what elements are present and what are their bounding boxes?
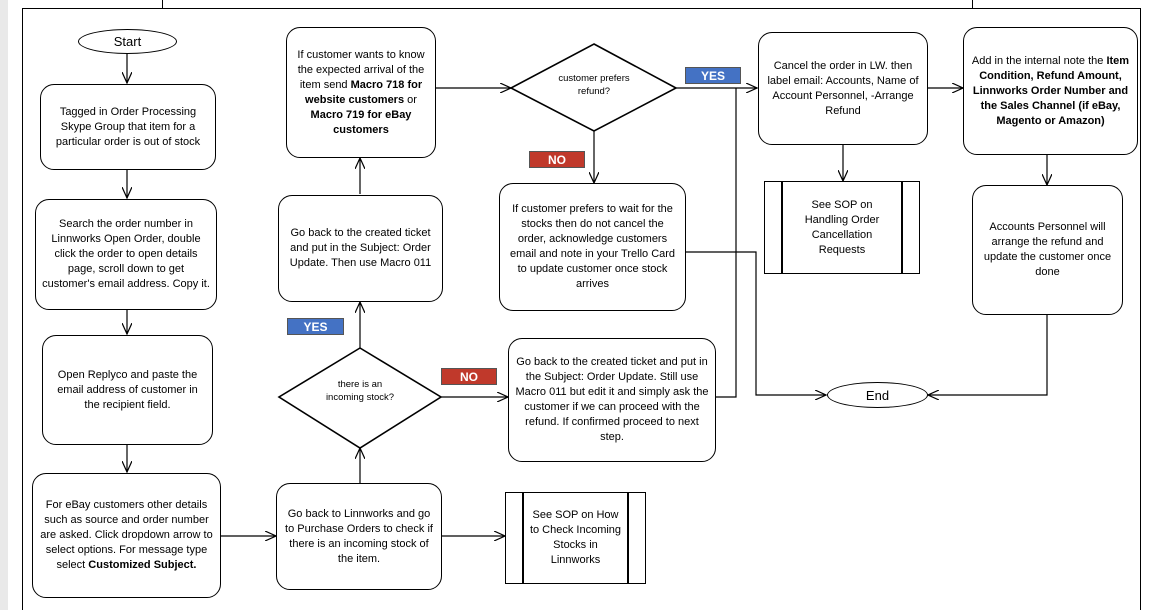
yes-label-refund: YES [685, 67, 741, 84]
incoming-decision-diamond [277, 347, 443, 449]
macro-step: If customer wants to know the expected a… [286, 27, 436, 158]
ruler-tick [972, 0, 973, 8]
purchase-orders-step: Go back to Linnworks and go to Purchase … [276, 483, 442, 590]
refund-question: customer prefers refund? [557, 72, 631, 98]
purchase-text: Go back to Linnworks and go to Purchase … [285, 507, 433, 565]
macro-text-2: Macro 718 for website customers [305, 78, 423, 106]
ask-refund-text: Go back to the created ticket and put in… [515, 356, 709, 443]
refund-decision-diamond [509, 43, 678, 132]
no-label-refund: NO [529, 151, 585, 168]
end-terminal: End [827, 382, 928, 408]
left-margin-strip [0, 0, 8, 610]
tagged-text: Tagged in Order Processing Skype Group t… [55, 105, 201, 148]
sop-cancel-text: See SOP on Handling Order Cancellation R… [804, 198, 880, 256]
ebay-text-plain: For eBay customers other details such as… [40, 499, 213, 571]
search-order-step: Search the order number in Linnworks Ope… [35, 199, 217, 310]
macro-text-3: or [404, 93, 417, 106]
sop-incoming-text: See SOP on How to Check Incoming Stocks … [529, 509, 622, 566]
replyco-step: Open Replyco and paste the email address… [42, 335, 213, 445]
accounts-text: Accounts Personnel will arrange the refu… [983, 221, 1112, 278]
tagged-step: Tagged in Order Processing Skype Group t… [40, 84, 216, 170]
frame-right [1140, 8, 1141, 610]
sop-cancellation: See SOP on Handling Order Cancellation R… [764, 181, 920, 274]
refund-question-text: customer prefers refund? [558, 73, 630, 97]
ebay-text-bold: Customized Subject. [88, 559, 197, 571]
arrow-wait-to-end [686, 251, 826, 395]
arrow-accounts-to-end [928, 315, 1048, 395]
no-label-incoming: NO [441, 368, 497, 385]
frame-top [22, 8, 1141, 9]
replyco-text: Open Replyco and paste the email address… [57, 368, 198, 411]
macro-text-1: If customer wants to know the expected a… [297, 48, 425, 91]
internal-note-text: Add in the internal note the Item Condit… [970, 54, 1131, 129]
internal-note-step: Add in the internal note the Item Condit… [963, 27, 1138, 155]
arrow-ask-to-refund [716, 88, 737, 398]
note-text-1: Add in the internal note the [971, 54, 1107, 67]
macro-text-4: Macro 719 for eBay customers [310, 108, 412, 136]
search-text: Search the order number in Linnworks Ope… [42, 218, 210, 290]
ebay-details-step: For eBay customers other details such as… [32, 473, 221, 598]
macro-text: If customer wants to know the expected a… [293, 48, 429, 138]
cancel-order-step: Cancel the order in LW. then label email… [758, 32, 928, 145]
end-label: End [865, 387, 890, 403]
cancel-text: Cancel the order in LW. then label email… [767, 59, 919, 117]
ruler-tick [162, 0, 163, 8]
start-terminal: Start [78, 29, 177, 54]
note-text-2: Item Condition, Refund Amount, Linnworks… [972, 54, 1130, 127]
incoming-question-text: there is an incoming stock? [325, 379, 395, 403]
frame-left [22, 8, 23, 610]
created-ticket-text: Go back to the created ticket and put in… [289, 227, 432, 269]
ask-refund-step: Go back to the created ticket and put in… [508, 338, 716, 462]
incoming-question: there is an incoming stock? [318, 378, 402, 404]
start-label: Start [113, 34, 142, 49]
accounts-refund-step: Accounts Personnel will arrange the refu… [972, 185, 1123, 315]
wait-text: If customer prefers to wait for the stoc… [509, 203, 676, 290]
yes-label-incoming: YES [287, 318, 344, 335]
sop-incoming-stocks: See SOP on How to Check Incoming Stocks … [505, 492, 646, 584]
created-ticket-step: Go back to the created ticket and put in… [278, 195, 443, 302]
ebay-details-text: For eBay customers other details such as… [39, 498, 214, 573]
wait-for-stock-step: If customer prefers to wait for the stoc… [499, 183, 686, 311]
